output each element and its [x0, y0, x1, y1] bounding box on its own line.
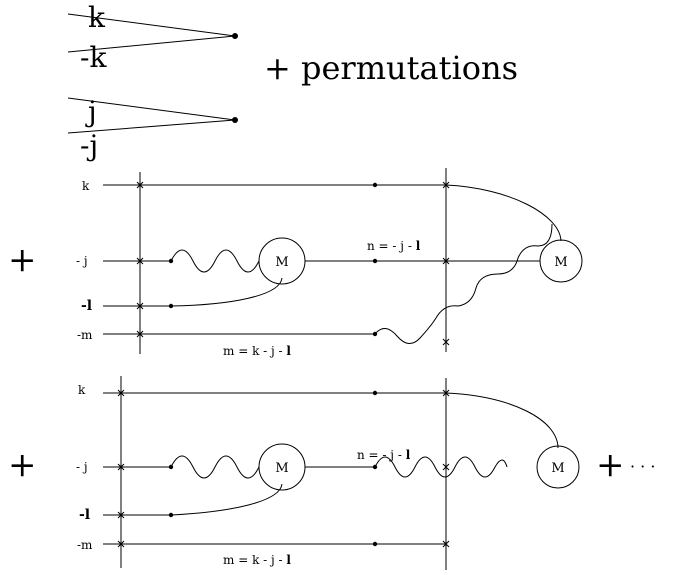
cross-mark — [136, 330, 144, 338]
vertex-diagram-k: k -k — [67, 1, 238, 74]
arc-k-to-right-m — [445, 184, 562, 242]
row-label-l: -l — [79, 507, 90, 523]
cross-mark — [117, 463, 125, 471]
crosses — [136, 181, 450, 346]
cross-mark — [442, 257, 450, 265]
label-minus-k: -k — [80, 41, 107, 74]
dot — [372, 390, 378, 396]
label-j: j — [85, 95, 97, 128]
vertex-diagram-j: j -j — [67, 95, 238, 162]
vertex-dot-k — [232, 33, 238, 39]
cross-mark — [442, 389, 450, 397]
wavy-j-to-left-m — [170, 455, 260, 479]
dot — [168, 258, 174, 264]
cross-mark — [442, 463, 450, 471]
graph-1: k - j -l -m — [76, 168, 583, 358]
vertex-dot-j — [232, 117, 238, 123]
row-label-k: k — [82, 179, 90, 193]
annotation-n-text: n = - j - — [367, 239, 416, 253]
cross-mark — [442, 338, 450, 346]
crosses — [117, 389, 450, 548]
arc-k-to-right-m — [445, 392, 559, 449]
arc-l-to-left-m — [170, 483, 283, 516]
arc-l-to-left-m — [170, 277, 283, 307]
annotation-n: n = - j - l — [357, 448, 411, 462]
vertex-m-left-label: M — [275, 461, 288, 476]
ellipsis: · · · — [630, 457, 655, 476]
cross-mark — [136, 302, 144, 310]
minus-j-line — [67, 119, 236, 134]
vertex-m-right-label: M — [551, 461, 564, 476]
row-label-l: -l — [81, 298, 92, 314]
annotation-n-text: n = - j - — [357, 448, 406, 462]
cross-mark — [136, 181, 144, 189]
annotation-m-bold: l — [286, 553, 291, 567]
vertex-m-right — [539, 239, 583, 283]
row-label-m: -m — [77, 328, 93, 342]
dot — [372, 182, 378, 188]
plus-sign-2: + — [8, 445, 37, 485]
dot — [168, 512, 174, 518]
dot — [168, 303, 174, 309]
plus-sign-1: + — [8, 240, 37, 280]
annotation-m: m = k - j - l — [223, 553, 291, 567]
graph-2: k - j -l -m — [76, 376, 580, 570]
annotation-m: m = k - j - l — [223, 344, 291, 358]
minus-k-line — [67, 35, 236, 53]
annotation-n-bold: l — [416, 239, 421, 253]
label-k: k — [88, 1, 106, 34]
plus-sign-trailing: + — [596, 445, 625, 485]
permutations-text: + permutations — [264, 49, 518, 87]
vertex-m-left-label: M — [275, 255, 288, 270]
annotation-n-bold: l — [406, 448, 411, 462]
row-label-m: -m — [77, 538, 93, 552]
annotation-m-bold: l — [286, 344, 291, 358]
cross-mark — [117, 389, 125, 397]
label-minus-j: -j — [80, 129, 98, 162]
row-label-j: - j — [76, 254, 88, 268]
cross-mark — [442, 181, 450, 189]
dot — [372, 258, 378, 264]
wavy-j-to-left-m — [170, 249, 260, 273]
vertex-m-right-label: M — [554, 255, 567, 270]
annotation-n: n = - j - l — [367, 239, 421, 253]
annotation-m-text: m = k - j - — [223, 553, 286, 567]
vertex-m-left — [258, 443, 306, 491]
row-label-j: - j — [76, 460, 88, 474]
cross-mark — [117, 540, 125, 548]
vertex-m-right — [536, 445, 580, 489]
dot — [168, 464, 174, 470]
dot — [372, 464, 378, 470]
dot — [372, 331, 378, 337]
cross-mark — [136, 257, 144, 265]
dot — [372, 541, 378, 547]
cross-mark — [442, 540, 450, 548]
wavy-n-to-right-m — [374, 456, 508, 478]
k-line — [67, 13, 236, 37]
j-line — [67, 97, 236, 121]
wavy-m-to-right-m — [374, 223, 553, 344]
vertex-m-left — [258, 237, 306, 285]
row-label-k: k — [78, 383, 86, 397]
annotation-m-text: m = k - j - — [223, 344, 286, 358]
cross-mark — [117, 511, 125, 519]
